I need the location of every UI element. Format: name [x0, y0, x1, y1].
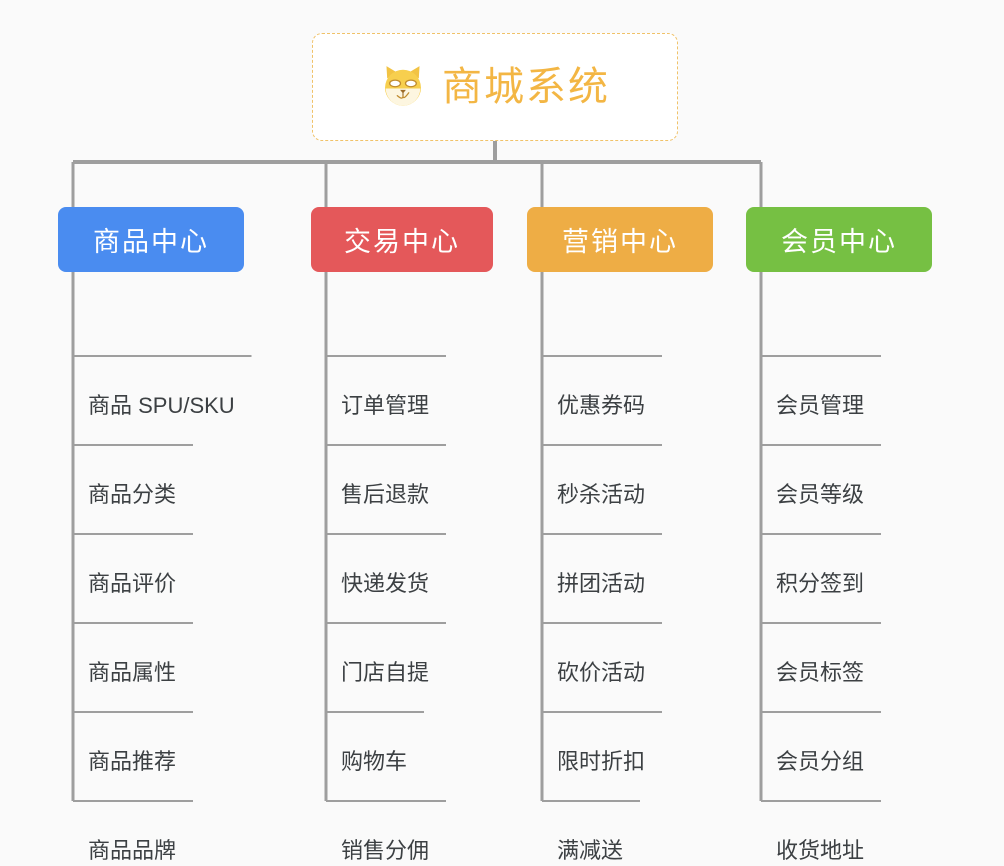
leaf-label: 优惠券码: [557, 393, 646, 418]
leaf-label: 门店自提: [341, 660, 430, 685]
leaf-label: 售后退款: [341, 482, 430, 507]
leaf-label: 会员分组: [776, 749, 865, 774]
leaf-label: 销售分佣: [341, 838, 430, 863]
leaf-label: 会员等级: [776, 482, 865, 507]
leaf-item[interactable]: 商品 SPU/SKU: [74, 393, 249, 421]
branch-header-3[interactable]: 营销中心: [527, 207, 713, 272]
leaf-label: 商品属性: [88, 660, 177, 685]
leaf-label: 快递发货: [341, 571, 430, 596]
leaf-item[interactable]: 商品推荐: [74, 749, 190, 777]
branch-column: 营销中心优惠券码秒杀活动拼团活动砍价活动限时折扣满减送: [527, 207, 713, 863]
leaf-label: 商品分类: [88, 482, 177, 507]
leaf-label: 购物车: [341, 749, 408, 774]
leaf-item[interactable]: 砍价活动: [543, 660, 659, 688]
leaf-label: 收货地址: [776, 838, 865, 863]
leaf-item[interactable]: 售后退款: [327, 482, 443, 510]
leaf-item[interactable]: 购物车: [327, 749, 421, 777]
leaf-label: 限时折扣: [557, 749, 646, 774]
root-title: 商城系统: [442, 65, 610, 109]
leaf-item[interactable]: 积分签到: [762, 571, 878, 599]
mindmap-canvas: 商城系统 商品中心商品 SPU/SKU 商品分类商品评价商品属性商品推荐商品品牌 交…: [58, 33, 932, 863]
branch-header-2[interactable]: 交易中心: [311, 207, 493, 272]
leaf-label: 秒杀活动: [557, 482, 646, 507]
branch-title: 营销中心: [562, 227, 678, 257]
leaf-label: 砍价活动: [557, 660, 646, 685]
branch-header-4[interactable]: 会员中心: [746, 207, 932, 272]
leaf-item[interactable]: 优惠券码: [543, 393, 659, 421]
leaf-item[interactable]: 满减送: [543, 838, 637, 866]
leaf-label: 订单管理: [341, 393, 430, 418]
leaf-item[interactable]: 门店自提: [327, 660, 443, 688]
leaf-item[interactable]: 订单管理: [327, 393, 443, 421]
branch-title: 会员中心: [781, 227, 897, 257]
leaf-label: 拼团活动: [557, 571, 646, 596]
leaf-item[interactable]: 商品评价: [74, 571, 190, 599]
leaf-label: 积分签到: [776, 571, 865, 596]
leaf-item[interactable]: 商品品牌: [74, 838, 190, 866]
leaf-item[interactable]: 限时折扣: [543, 749, 659, 777]
leaf-item[interactable]: 收货地址: [762, 838, 878, 866]
leaf-item[interactable]: 会员等级: [762, 482, 878, 510]
leaf-item[interactable]: 销售分佣: [327, 838, 443, 866]
branch-title: 商品中心: [93, 227, 209, 257]
leaf-label: 商品推荐: [88, 749, 177, 774]
branch-column: 会员中心会员管理会员等级积分签到会员标签会员分组收货地址: [746, 207, 932, 863]
leaf-item[interactable]: 快递发货: [327, 571, 443, 599]
leaf-item[interactable]: 秒杀活动: [543, 482, 659, 510]
branch-header-1[interactable]: 商品中心: [58, 207, 244, 272]
leaf-item[interactable]: 会员管理: [762, 393, 878, 421]
leaf-item[interactable]: 拼团活动: [543, 571, 659, 599]
shiba-dog-face-icon: [385, 66, 421, 106]
leaf-label: 满减送: [557, 838, 624, 863]
leaf-item[interactable]: 商品分类: [74, 482, 190, 510]
leaf-item[interactable]: 会员分组: [762, 749, 878, 777]
leaf-label: 商品品牌: [88, 838, 177, 863]
leaf-label: 商品评价: [88, 571, 177, 596]
branch-column: 交易中心订单管理售后退款快递发货门店自提购物车销售分佣: [311, 207, 493, 863]
branch-column: 商品中心商品 SPU/SKU 商品分类商品评价商品属性商品推荐商品品牌: [58, 207, 244, 863]
leaf-label: 会员标签: [776, 660, 865, 685]
branch-title: 交易中心: [344, 227, 460, 257]
root-node[interactable]: 商城系统: [312, 33, 678, 141]
leaf-label: 商品 SPU/SKU: [88, 393, 235, 418]
leaf-label: 会员管理: [776, 393, 865, 418]
leaf-item[interactable]: 会员标签: [762, 660, 878, 688]
leaf-item[interactable]: 商品属性: [74, 660, 190, 688]
